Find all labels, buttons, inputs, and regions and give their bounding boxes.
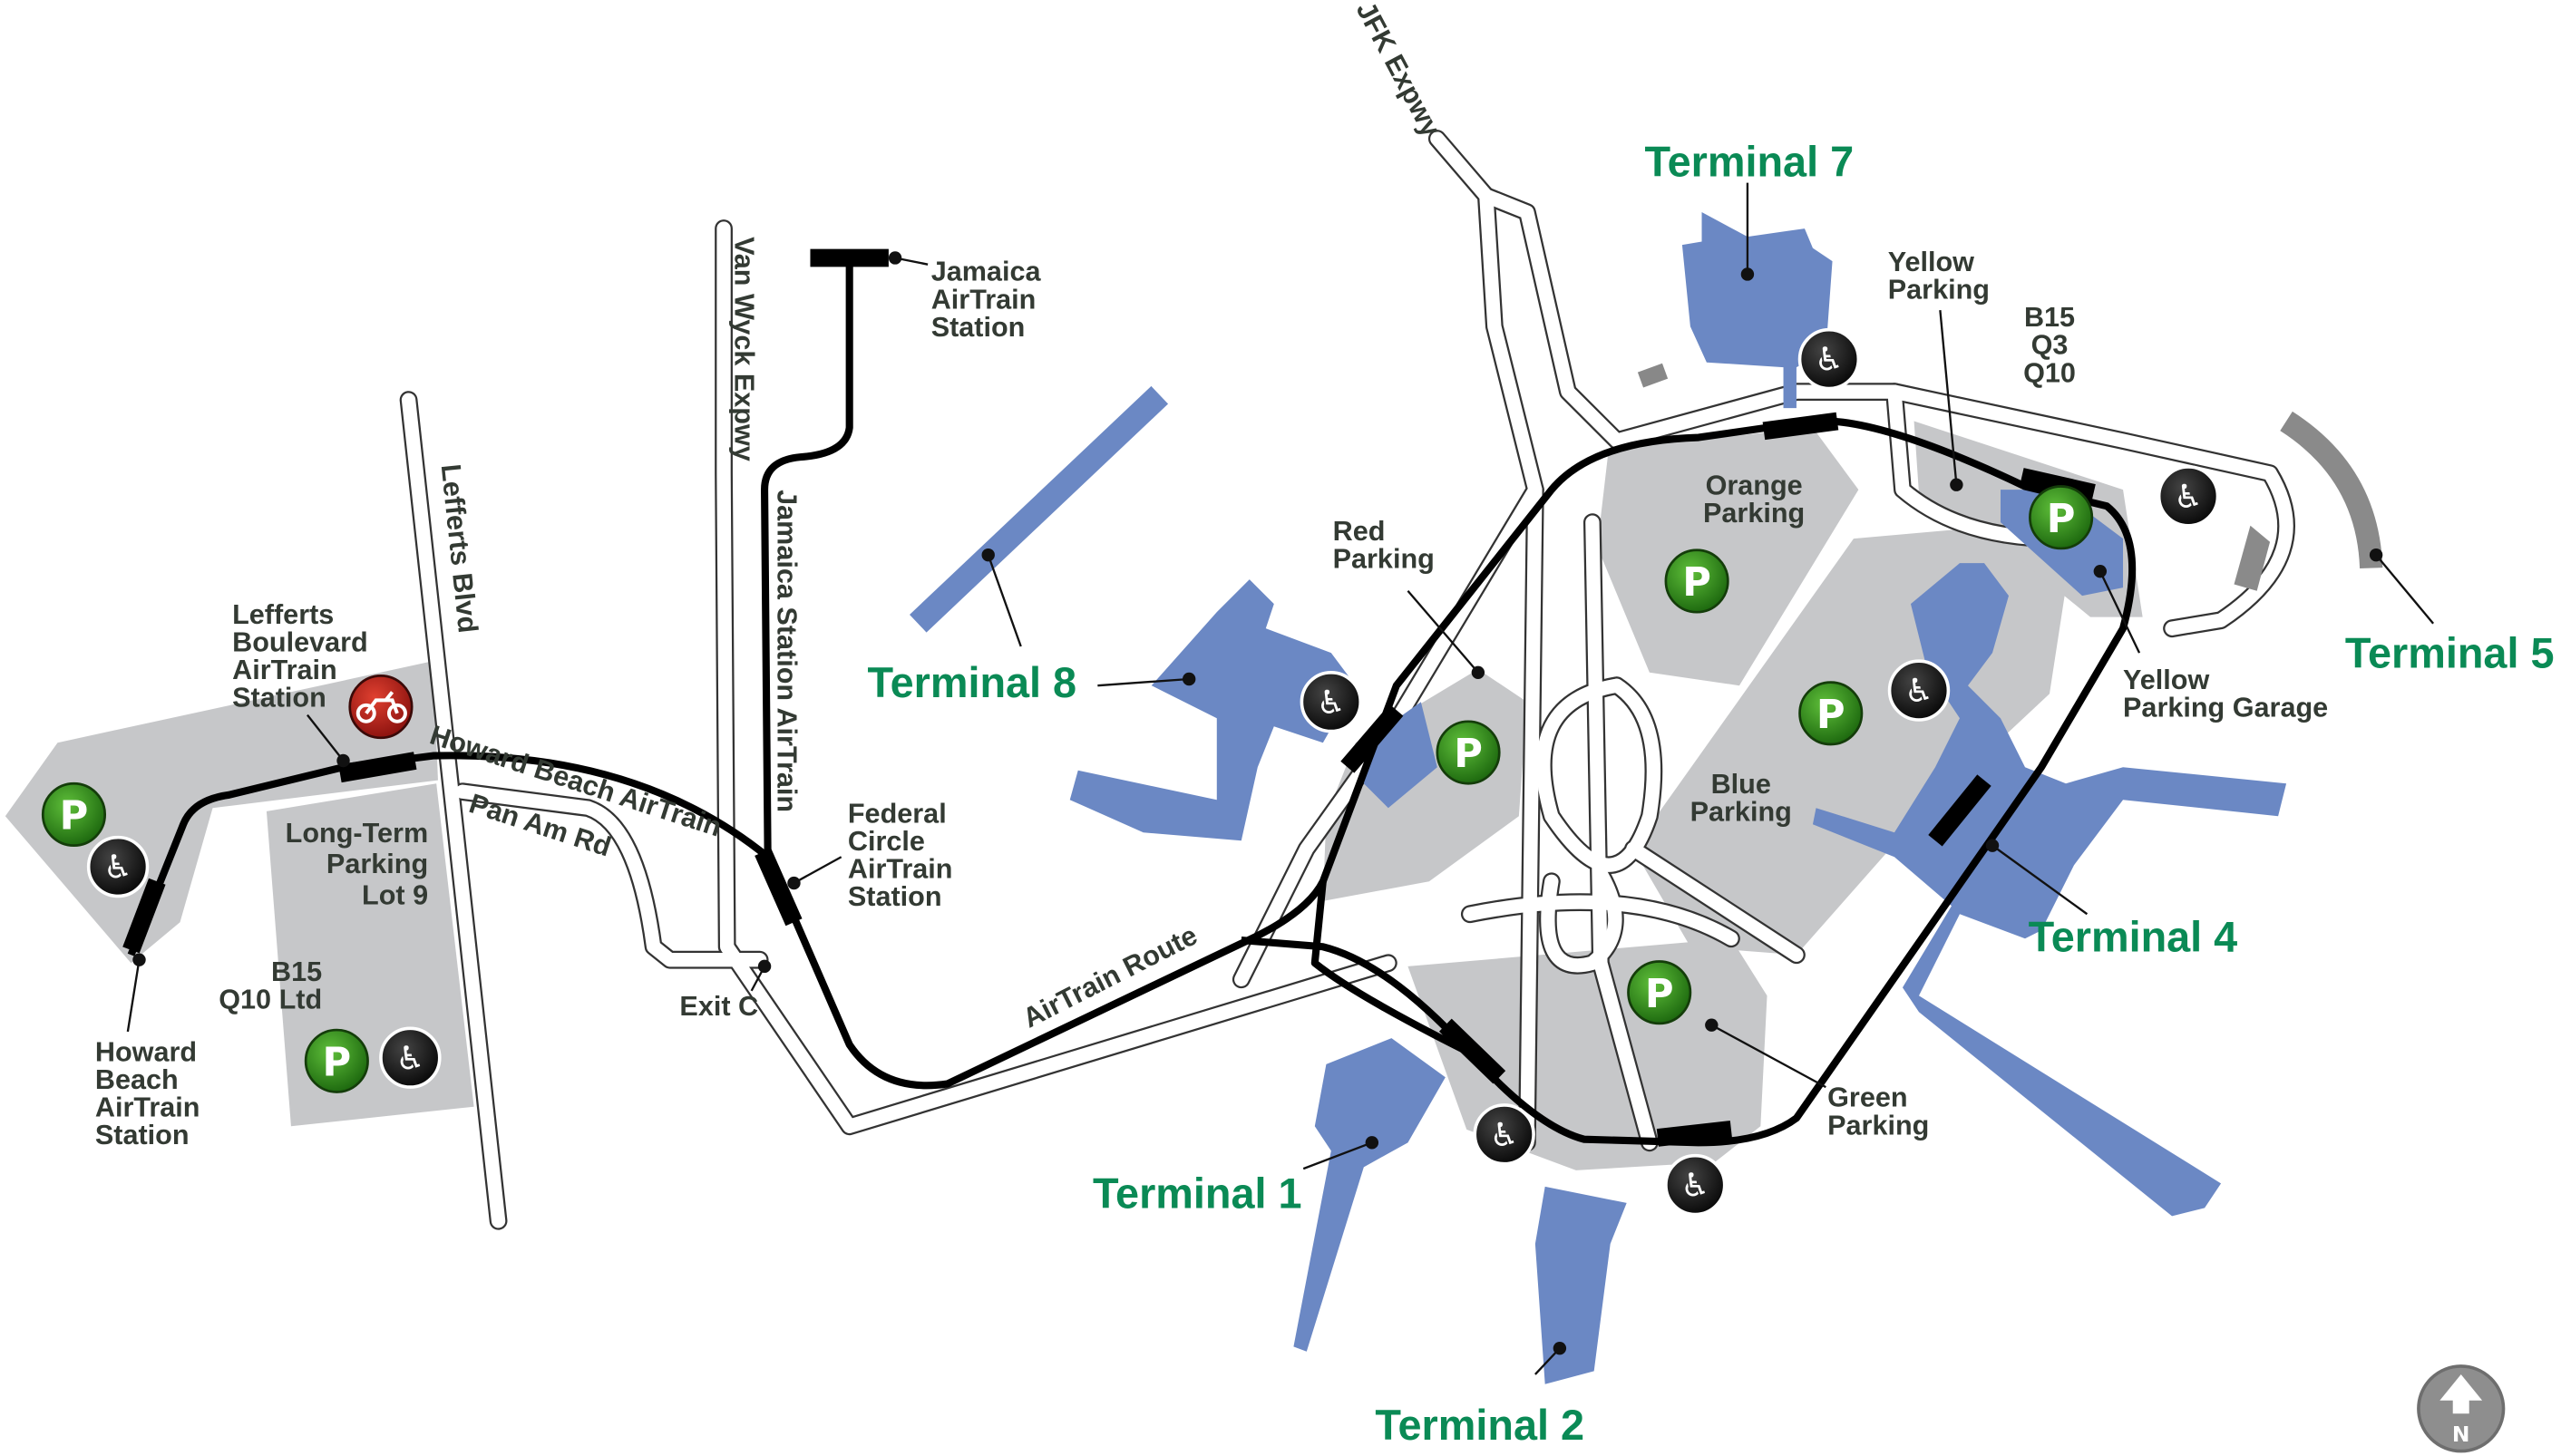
svg-text:P: P bbox=[60, 794, 89, 840]
accessible-icons: ♿ ♿ ♿ ♿ ♿ ♿ ♿ ♿ bbox=[86, 327, 2220, 1217]
svg-text:P: P bbox=[1816, 693, 1845, 738]
station-marker-t5 bbox=[2020, 468, 2096, 502]
svg-text:P: P bbox=[1454, 732, 1483, 777]
wheelchair-icon: ♿ bbox=[86, 835, 150, 898]
jamaica-airtrain-label: Jamaica Station AirTrain bbox=[771, 490, 802, 812]
orange-parking-lot bbox=[1597, 427, 1859, 686]
wheelchair-icon: ♿ bbox=[2157, 465, 2220, 528]
station-marker-t1 bbox=[1438, 1018, 1506, 1084]
svg-text:♿: ♿ bbox=[395, 1040, 424, 1077]
terminal-buildings bbox=[910, 212, 2383, 1384]
parking-icons: P P P P P P P bbox=[41, 485, 2094, 1093]
terminal-4-label: Terminal 4 bbox=[2029, 914, 2238, 961]
parking-icon: P bbox=[2029, 485, 2094, 550]
north-compass-button[interactable]: N bbox=[2417, 1364, 2506, 1453]
svg-text:♿: ♿ bbox=[1317, 684, 1346, 722]
terminal-1-building bbox=[1293, 1038, 1446, 1352]
terminal-4-building bbox=[1812, 563, 2287, 1217]
terminal-2-building bbox=[1534, 1186, 1627, 1384]
north-arrow-icon bbox=[2439, 1373, 2483, 1414]
red-parking-garage bbox=[1363, 702, 1437, 809]
terminal-1-label: Terminal 1 bbox=[1093, 1170, 1302, 1217]
compass-n-label: N bbox=[2452, 1422, 2470, 1447]
terminal-5-annex bbox=[2234, 525, 2271, 591]
airtrain-inner-loop bbox=[1310, 880, 1472, 1056]
jfk-expwy-label: JFK Expwy bbox=[1350, 0, 1447, 141]
terminal-7-label: Terminal 7 bbox=[1644, 138, 1854, 185]
parking-icon: P bbox=[304, 1028, 369, 1093]
lefferts-blvd-label: Lefferts Blvd bbox=[435, 462, 483, 635]
svg-text:♿: ♿ bbox=[1680, 1168, 1709, 1205]
station-marker-t8 bbox=[1340, 704, 1404, 773]
station-marker-lefferts bbox=[338, 752, 417, 783]
station-marker-t4 bbox=[1928, 774, 1991, 847]
terminal-8-label: Terminal 8 bbox=[867, 659, 1076, 706]
terminal-7-annex bbox=[1637, 363, 1669, 388]
parking-icon: P bbox=[41, 781, 107, 847]
exit-c-label: Exit C bbox=[679, 991, 758, 1022]
terminal-7-building bbox=[1681, 212, 1833, 409]
parking-icon: P bbox=[1436, 720, 1501, 785]
terminal-8-building bbox=[1069, 579, 1356, 841]
terminal-8-concourse bbox=[910, 385, 1169, 633]
svg-text:♿: ♿ bbox=[103, 849, 132, 887]
svg-text:P: P bbox=[323, 1040, 352, 1085]
station-marker-howard-beach bbox=[122, 878, 166, 954]
parking-icon: P bbox=[1627, 960, 1692, 1025]
svg-text:P: P bbox=[1645, 972, 1674, 1017]
motorcycle-parking-icon bbox=[348, 675, 414, 740]
airtrain-lines bbox=[122, 248, 2137, 1147]
terminal-5-building bbox=[2280, 411, 2383, 569]
howard-beach-airtrain-line bbox=[127, 417, 2137, 1147]
terminal-2-label: Terminal 2 bbox=[1375, 1402, 1584, 1449]
parking-icon: P bbox=[1664, 548, 1729, 614]
station-marker-t7 bbox=[1762, 412, 1839, 441]
station-marker-t2 bbox=[1656, 1121, 1733, 1147]
terminal-labels: Terminal 7 Terminal 8 Terminal 5 Termina… bbox=[867, 138, 2554, 1449]
wheelchair-icon: ♿ bbox=[1473, 1103, 1535, 1166]
wheelchair-icon: ♿ bbox=[379, 1026, 442, 1089]
leader-lines bbox=[126, 182, 2435, 1375]
svg-text:♿: ♿ bbox=[2174, 479, 2203, 516]
wheelchair-icon: ♿ bbox=[1887, 659, 1951, 722]
svg-text:♿: ♿ bbox=[1815, 342, 1844, 379]
svg-text:P: P bbox=[2047, 497, 2076, 542]
station-marker-federal-circle bbox=[755, 848, 803, 927]
wheelchair-icon: ♿ bbox=[1664, 1153, 1727, 1217]
van-wyck-label: Van Wyck Expwy bbox=[729, 237, 760, 461]
wheelchair-icon: ♿ bbox=[1797, 327, 1861, 391]
wheelchair-icon: ♿ bbox=[1300, 670, 1363, 733]
jamaica-airtrain-line bbox=[761, 257, 853, 858]
roads bbox=[399, 130, 2295, 1230]
svg-text:♿: ♿ bbox=[1904, 673, 1933, 710]
svg-text:P: P bbox=[1682, 560, 1711, 606]
terminal-5-label: Terminal 5 bbox=[2345, 629, 2555, 676]
parking-icon: P bbox=[1798, 681, 1864, 746]
svg-text:♿: ♿ bbox=[1490, 1117, 1519, 1154]
